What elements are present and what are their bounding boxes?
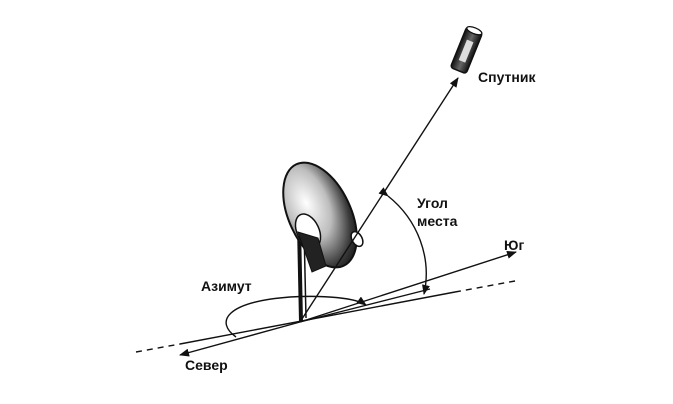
elevation-arc <box>378 187 430 295</box>
azimuth-arc <box>225 295 367 338</box>
elevation-angle-label-line2: места <box>417 213 458 229</box>
horizontal-projection-line <box>299 288 431 323</box>
elevation-angle-label-line1: Угол <box>417 195 448 211</box>
north-direction-arrow <box>179 321 301 357</box>
north-south-line <box>135 280 516 353</box>
satellite-dish <box>282 161 364 273</box>
north-label: Север <box>185 357 228 373</box>
satellite-icon <box>450 25 483 74</box>
line-of-sight <box>299 77 459 323</box>
south-label: Юг <box>504 237 524 253</box>
satellite-label: Спутник <box>478 69 536 85</box>
azimuth-label: Азимут <box>201 278 252 294</box>
